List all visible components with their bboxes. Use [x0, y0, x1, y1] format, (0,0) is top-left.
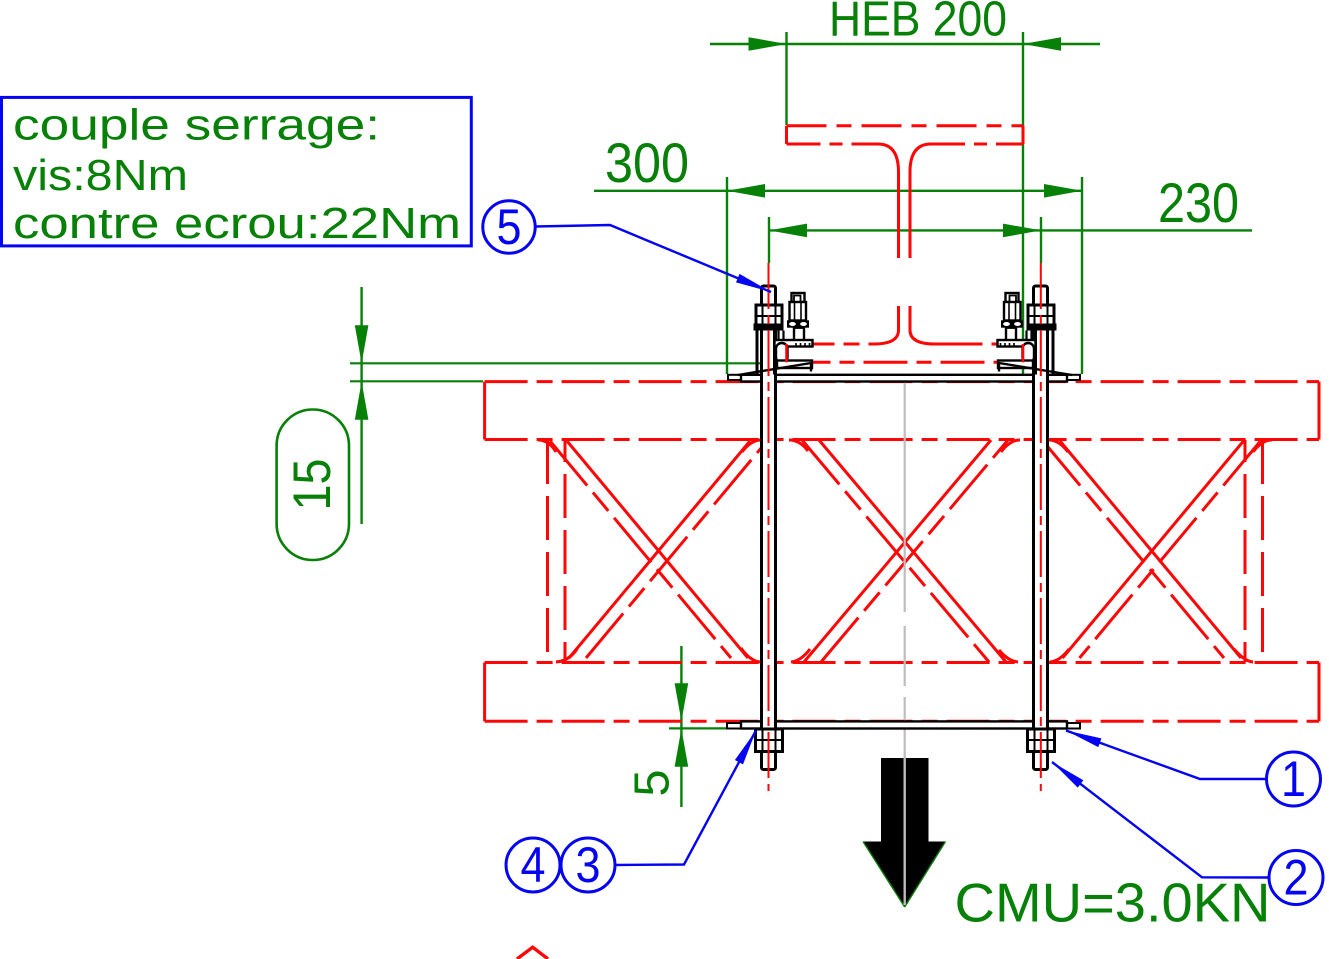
svg-text:230: 230	[1158, 171, 1239, 234]
svg-text:4: 4	[521, 837, 546, 893]
svg-text:vis:8Nm: vis:8Nm	[13, 151, 188, 200]
svg-text:5: 5	[626, 770, 680, 797]
svg-text:1: 1	[1281, 751, 1306, 807]
svg-text:2: 2	[1284, 850, 1309, 906]
svg-text:contre ecrou:22Nm: contre ecrou:22Nm	[13, 199, 461, 248]
svg-text:300: 300	[605, 131, 689, 194]
svg-text:CMU=3.0KN: CMU=3.0KN	[955, 872, 1271, 934]
svg-text:HEB 200: HEB 200	[829, 0, 1007, 46]
svg-text:5: 5	[497, 199, 522, 255]
svg-text:15: 15	[283, 459, 342, 511]
svg-text:couple serrage:: couple serrage:	[13, 101, 380, 150]
svg-text:3: 3	[576, 837, 601, 893]
